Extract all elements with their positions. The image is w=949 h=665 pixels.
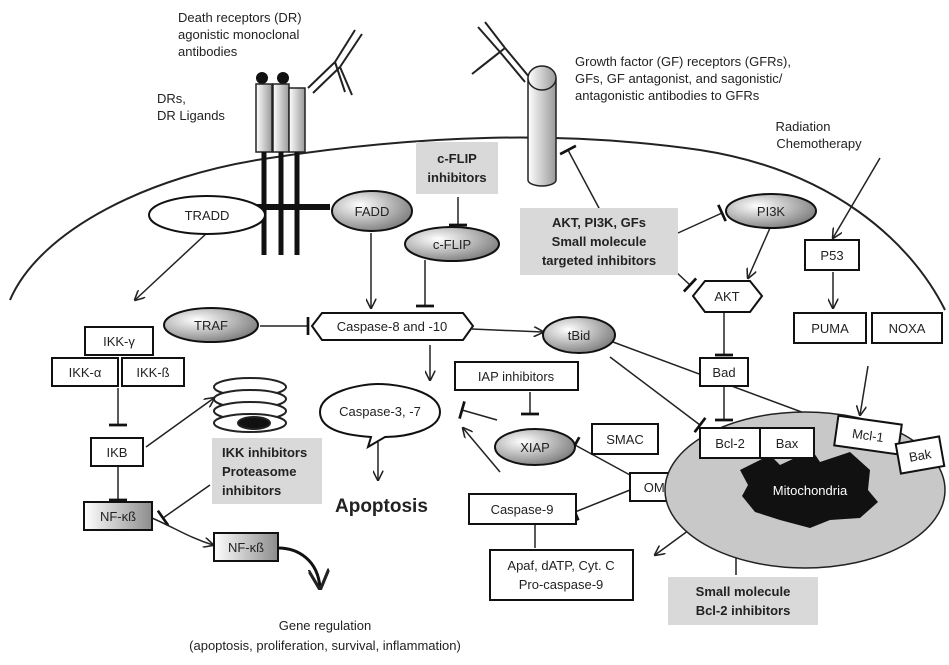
node-apaf: Apaf, dATP, Cyt. C Pro-caspase-9	[489, 549, 634, 601]
svg-text:IKK-γ: IKK-γ	[103, 334, 135, 349]
svg-text:antagonistic antibodies to GFR: antagonistic antibodies to GFRs	[575, 88, 760, 103]
svg-text:Growth factor (GF) receptors (: Growth factor (GF) receptors (GFRs),	[575, 54, 791, 69]
svg-text:SMAC: SMAC	[606, 432, 644, 447]
node-bad: Bad	[699, 357, 749, 387]
svg-text:FADD: FADD	[355, 204, 390, 219]
svg-text:(apoptosis, proliferation, sur: (apoptosis, proliferation, survival, inf…	[189, 638, 461, 653]
node-noxa: NOXA	[871, 312, 943, 344]
node-puma: PUMA	[793, 312, 867, 344]
node-cflip: c-FLIP	[404, 226, 500, 262]
svg-text:PUMA: PUMA	[811, 321, 849, 336]
node-nfkb-cytoplasm: NF-κß	[83, 501, 153, 531]
apoptosis-label: Apoptosis	[335, 496, 428, 517]
svg-text:OMI: OMI	[644, 480, 669, 495]
node-p53: P53	[804, 239, 860, 271]
svg-text:antibodies: antibodies	[178, 44, 238, 59]
svg-text:TRAF: TRAF	[194, 318, 228, 333]
svg-text:IAP inhibitors: IAP inhibitors	[478, 369, 555, 384]
node-tradd: TRADD	[148, 195, 266, 235]
node-smac: SMAC	[591, 423, 659, 455]
svg-text:TRADD: TRADD	[185, 208, 230, 223]
svg-text:Bcl-2 inhibitors: Bcl-2 inhibitors	[696, 603, 791, 618]
node-ikk-beta: IKK-ß	[121, 357, 185, 387]
svg-text:XIAP: XIAP	[520, 440, 550, 455]
svg-text:NOXA: NOXA	[889, 321, 926, 336]
svg-text:inhibitors: inhibitors	[222, 483, 281, 498]
svg-text:IKK-ß: IKK-ß	[136, 365, 169, 380]
svg-text:c-FLIP: c-FLIP	[433, 237, 471, 252]
node-ikk-alpha: IKK-α	[51, 357, 119, 387]
svg-text:IKK-α: IKK-α	[69, 365, 102, 380]
svg-text:DR Ligands: DR Ligands	[157, 108, 225, 123]
node-ikk-gamma: IKK-γ	[84, 326, 154, 356]
svg-text:agonistic monoclonal: agonistic monoclonal	[178, 27, 300, 42]
svg-text:Chemotherapy: Chemotherapy	[776, 136, 862, 151]
svg-text:inhibitors: inhibitors	[427, 170, 486, 185]
node-nfkb-nucleus: NF-κß	[213, 532, 279, 562]
svg-text:IKK inhibitors: IKK inhibitors	[222, 445, 307, 460]
gfr-label: Growth factor (GF) receptors (GFRs), GFs…	[575, 54, 791, 103]
antibody-icon	[307, 29, 363, 96]
svg-text:Bad: Bad	[712, 365, 735, 380]
svg-text:AKT: AKT	[714, 289, 739, 304]
svg-text:NF-κß: NF-κß	[100, 509, 136, 524]
svg-text:Radiation: Radiation	[776, 119, 831, 134]
node-traf: TRAF	[163, 307, 259, 343]
svg-text:Caspase-8 and -10: Caspase-8 and -10	[337, 319, 448, 334]
svg-text:IKB: IKB	[107, 445, 128, 460]
inhibitor-ikk-proteasome: IKK inhibitors Proteasome inhibitors	[212, 438, 322, 504]
svg-text:Pro-caspase-9: Pro-caspase-9	[519, 577, 604, 592]
node-fadd: FADD	[331, 190, 413, 232]
svg-text:Death receptors (DR): Death receptors (DR)	[178, 10, 302, 25]
svg-text:AKT, PI3K, GFs: AKT, PI3K, GFs	[552, 215, 646, 230]
svg-text:Apaf, dATP, Cyt. C: Apaf, dATP, Cyt. C	[507, 558, 614, 573]
svg-text:GFs, GF antagonist, and sagoni: GFs, GF antagonist, and sagonistic/	[575, 71, 783, 86]
node-mcl1: Mcl-1	[833, 414, 903, 456]
svg-text:P53: P53	[820, 248, 843, 263]
node-caspase-3-7: Caspase-3, -7	[318, 382, 442, 450]
svg-text:Mitochondria: Mitochondria	[773, 483, 848, 498]
svg-text:Bcl-2: Bcl-2	[715, 436, 745, 451]
gf-receptor-icon	[527, 65, 557, 187]
svg-text:PI3K: PI3K	[757, 204, 786, 219]
svg-text:Proteasome: Proteasome	[222, 464, 296, 479]
drs-label: DRs, DR Ligands	[157, 91, 225, 123]
death-receptor-label: Death receptors (DR) agonistic monoclona…	[178, 10, 302, 59]
node-bax: Bax	[759, 427, 815, 459]
svg-text:Small molecule: Small molecule	[696, 584, 791, 599]
inhibitor-bcl2: Small molecule Bcl-2 inhibitors	[668, 577, 818, 625]
node-tbid: tBid	[542, 316, 616, 354]
inhibitor-iap: IAP inhibitors	[454, 361, 579, 391]
svg-text:c-FLIP: c-FLIP	[437, 151, 477, 166]
svg-text:Gene regulation: Gene regulation	[279, 618, 372, 633]
node-xiap: XIAP	[494, 428, 576, 466]
svg-text:Small molecule: Small molecule	[552, 234, 647, 249]
inhibitor-cflip: c-FLIP inhibitors	[416, 142, 498, 194]
svg-text:targeted inhibitors: targeted inhibitors	[542, 253, 656, 268]
inhibitor-akt-pi3k-gfs: AKT, PI3K, GFs Small molecule targeted i…	[520, 208, 678, 275]
node-akt: AKT	[691, 280, 764, 313]
gene-regulation-label: Gene regulation (apoptosis, proliferatio…	[189, 618, 461, 653]
proteasome-icon	[213, 377, 287, 433]
svg-text:NF-κß: NF-κß	[228, 540, 264, 555]
svg-text:Bak: Bak	[908, 446, 933, 465]
node-ikb: IKB	[90, 437, 144, 467]
node-bcl2: Bcl-2	[699, 427, 761, 459]
node-caspase-9: Caspase-9	[468, 493, 577, 525]
svg-text:Caspase-9: Caspase-9	[491, 502, 554, 517]
node-caspase-8-10: Caspase-8 and -10	[310, 312, 475, 341]
pathway-edges	[109, 144, 881, 588]
svg-text:DRs,: DRs,	[157, 91, 186, 106]
radiation-label: Radiation Chemotherapy	[776, 119, 863, 151]
svg-text:Bax: Bax	[776, 436, 799, 451]
gf-antibody-icon	[471, 21, 531, 83]
svg-text:Caspase-3, -7: Caspase-3, -7	[339, 404, 421, 419]
svg-text:tBid: tBid	[568, 328, 590, 343]
death-receptor-icon	[240, 72, 330, 255]
svg-text:Mcl-1: Mcl-1	[851, 426, 885, 445]
node-pi3k: PI3K	[725, 193, 817, 229]
node-bak: Bak	[894, 435, 946, 475]
